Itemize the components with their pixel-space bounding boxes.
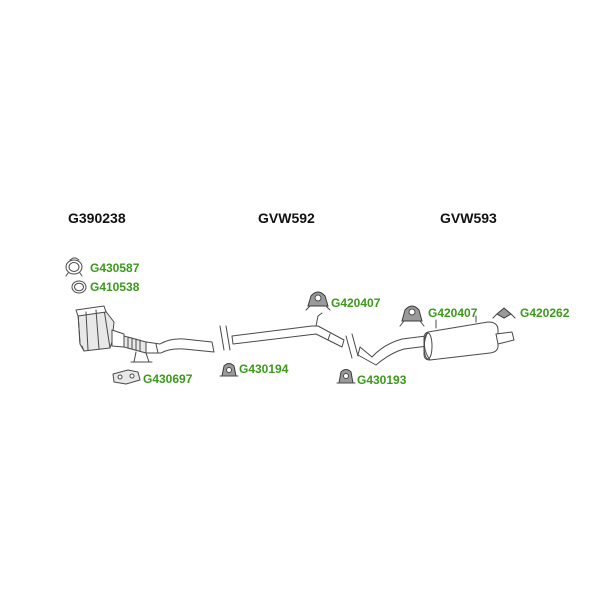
part-link-rubber-mount-mid[interactable]: G430194 (239, 362, 289, 376)
gasket-ring-icon[interactable] (71, 280, 87, 294)
part-link-rubber-hanger-mid[interactable]: G420407 (331, 296, 381, 310)
rubber-mount-icon[interactable] (219, 363, 239, 377)
part-link-flange-gasket[interactable]: G430697 (143, 372, 193, 386)
part-link-rubber-hanger-rear[interactable]: G420407 (428, 306, 478, 320)
section-label-rear: GVW593 (440, 210, 497, 226)
rubber-mount-icon-rear[interactable] (336, 369, 356, 384)
flange-gasket-icon[interactable] (112, 369, 141, 385)
section-label-front: G390238 (68, 210, 126, 226)
rubber-hanger-icon-rear[interactable] (399, 305, 425, 327)
rubber-hanger-icon[interactable] (305, 291, 331, 311)
front-pipe-assembly[interactable] (75, 305, 215, 363)
part-link-bracket[interactable]: G420262 (520, 306, 570, 320)
part-link-gasket-ring[interactable]: G410538 (90, 280, 140, 294)
clamp-ring-icon[interactable] (65, 257, 83, 277)
bracket-icon[interactable] (492, 307, 516, 319)
pipe-break-1 (219, 325, 231, 351)
part-link-rubber-mount-rear[interactable]: G430193 (357, 373, 407, 387)
middle-pipe[interactable] (231, 312, 345, 348)
rear-pipe-and-silencer[interactable] (357, 315, 515, 366)
section-label-middle: GVW592 (258, 210, 315, 226)
pipe-break-2 (345, 333, 359, 359)
part-link-clamp-ring[interactable]: G430587 (90, 261, 140, 275)
